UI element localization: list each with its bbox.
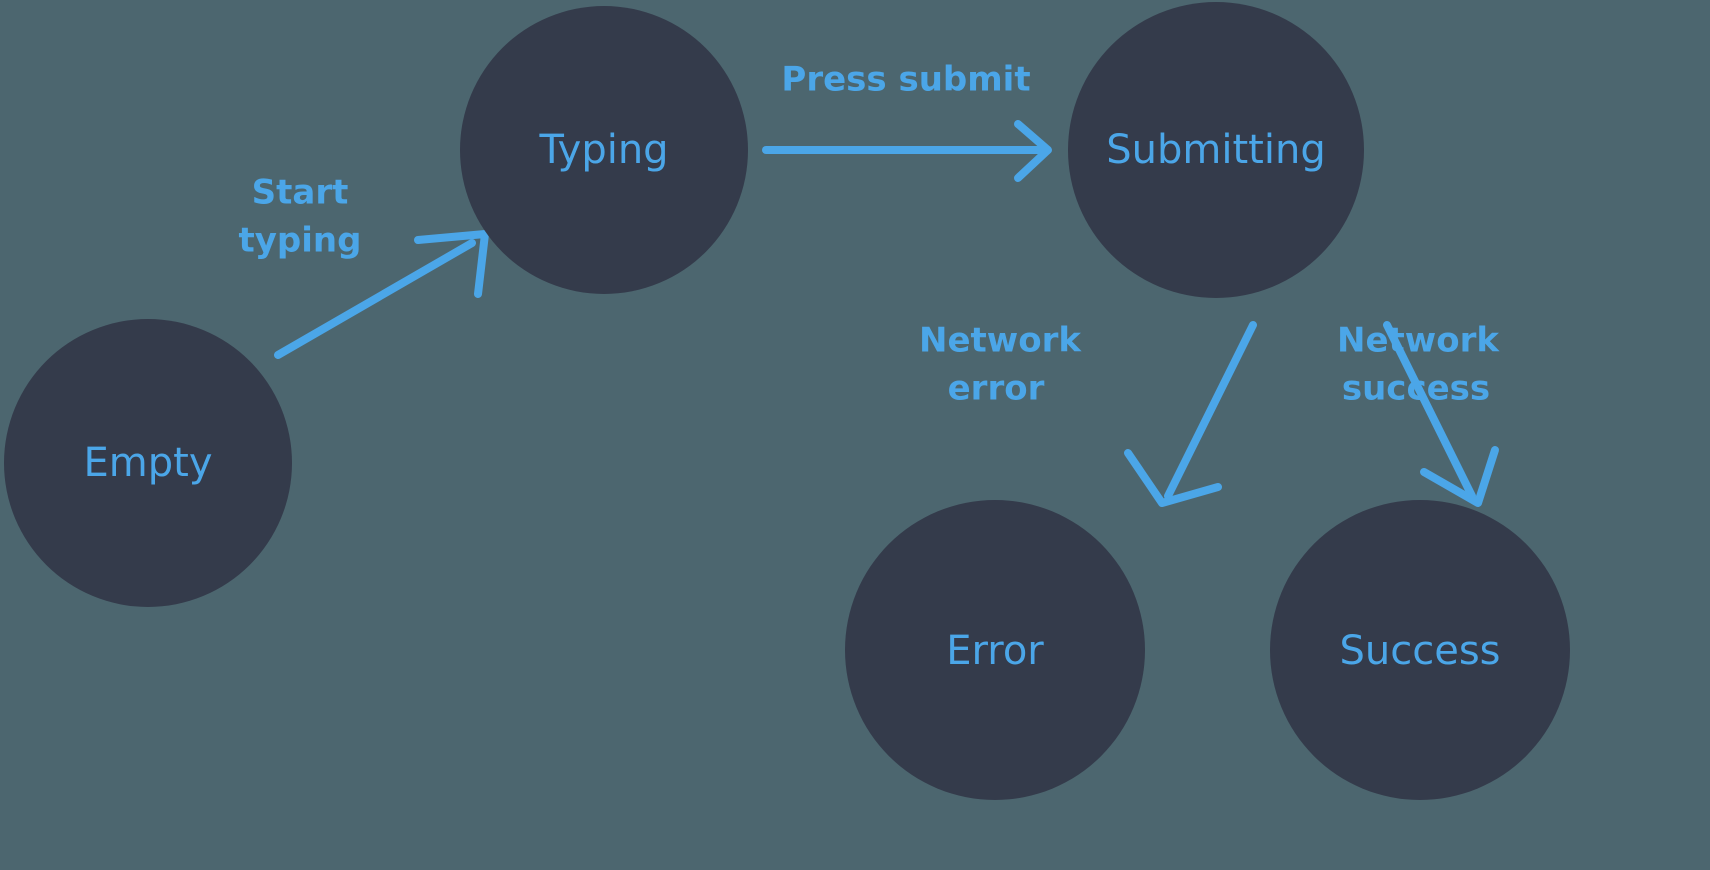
transition-start-typing-line [274,239,476,359]
transition-start-typing-arrowhead [414,230,489,298]
state-node-submitting-label: Submitting [1106,127,1325,173]
state-node-submitting[interactable]: Submitting [1068,2,1364,298]
transition-label-network-success-line2: success [1342,369,1490,409]
transition-network-error-arrowhead [1124,449,1222,507]
transition-network-success[interactable] [1383,321,1499,507]
state-node-empty-circle [4,319,292,607]
transition-label-network-success: Network success [1337,321,1500,409]
transition-label-network-success-line1: Network [1337,321,1500,361]
state-node-error-label: Error [946,628,1044,674]
state-node-error[interactable]: Error [845,500,1145,800]
transition-label-network-error-line2: error [948,369,1045,409]
state-node-error-circle [845,500,1145,800]
state-node-submitting-circle [1068,2,1364,298]
state-node-typing[interactable]: Typing [460,6,748,294]
state-node-empty-label: Empty [84,440,213,486]
transition-network-success-line [1383,321,1476,500]
transition-press-submit[interactable] [762,120,1052,182]
state-node-success-label: Success [1339,628,1500,674]
transition-label-network-error: Network error [919,321,1082,409]
state-node-success-circle [1270,500,1570,800]
transition-label-press-submit-line1: Press submit [781,60,1030,100]
state-node-typing-label: Typing [538,127,668,173]
transition-label-start-typing-line1: Start [252,173,349,213]
transition-network-success-arrowhead [1420,446,1499,507]
state-node-typing-circle [460,6,748,294]
transition-label-start-typing: Start typing [239,173,362,261]
transition-label-press-submit: Press submit [781,60,1030,100]
transition-press-submit-arrowhead [1014,120,1052,182]
transition-start-typing[interactable] [274,230,489,359]
transition-label-network-error-line1: Network [919,321,1082,361]
state-node-success[interactable]: Success [1270,500,1570,800]
transition-network-error-line [1164,321,1257,500]
transition-network-error[interactable] [1124,321,1257,507]
state-node-empty[interactable]: Empty [4,319,292,607]
transition-label-start-typing-line2: typing [239,221,362,261]
